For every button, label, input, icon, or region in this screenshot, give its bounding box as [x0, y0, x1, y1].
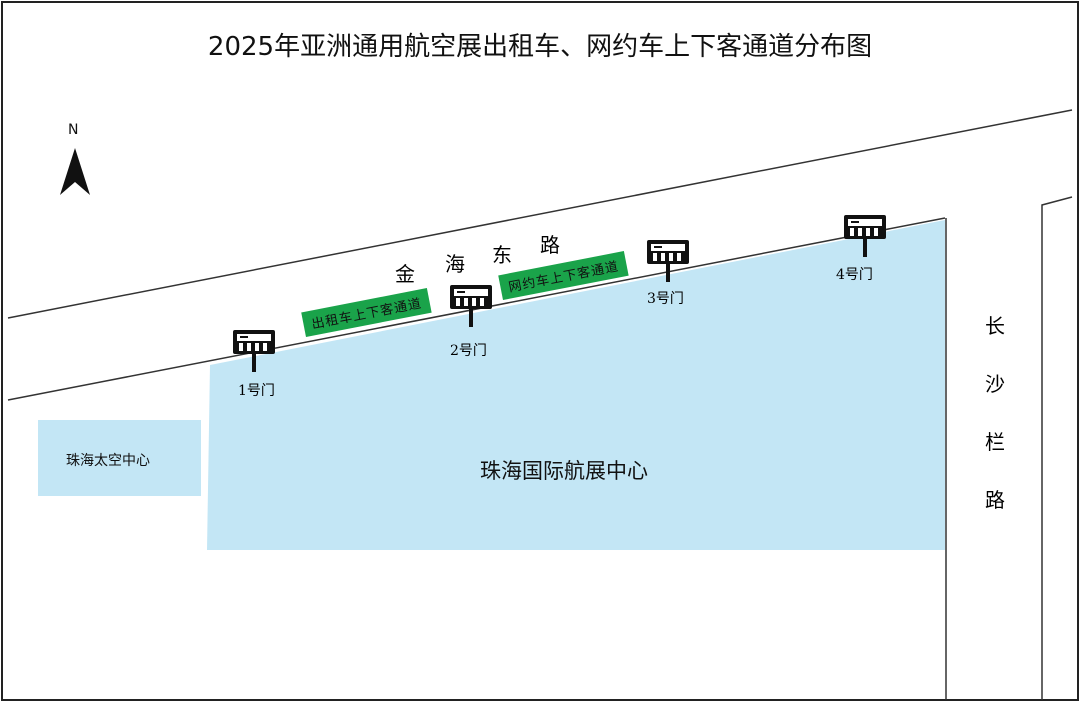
exhibition-center-area [207, 220, 945, 550]
north-label: N [68, 122, 79, 138]
space-center-area [38, 420, 201, 496]
gate-icon [233, 330, 275, 372]
road-char: 栏 [985, 430, 1005, 454]
road-char: 长 [985, 314, 1005, 338]
road-edge-north [7, 109, 1073, 319]
road-char: 沙 [985, 372, 1005, 396]
road-char: 路 [985, 488, 1005, 512]
space-center-label: 珠海太空中心 [66, 453, 150, 469]
gate-4-label: 4号门 [836, 267, 873, 283]
road-char: 东 [492, 243, 512, 267]
gate-icon [647, 240, 689, 282]
road-char: 路 [540, 233, 560, 257]
gate-icon [844, 215, 886, 257]
road-char: 海 [445, 252, 465, 276]
page-title: 2025年亚洲通用航空展出租车、网约车上下客通道分布图 [207, 32, 873, 62]
gate-3-label: 3号门 [647, 291, 684, 307]
gate-2-label: 2号门 [450, 343, 487, 359]
gate-1-label: 1号门 [238, 383, 275, 399]
gate-icon [450, 285, 492, 327]
exhibition-center-label: 珠海国际航展中心 [480, 459, 648, 483]
road-edge-east [1041, 196, 1073, 700]
north-arrow-icon [60, 148, 90, 195]
road-char: 金 [395, 262, 415, 286]
